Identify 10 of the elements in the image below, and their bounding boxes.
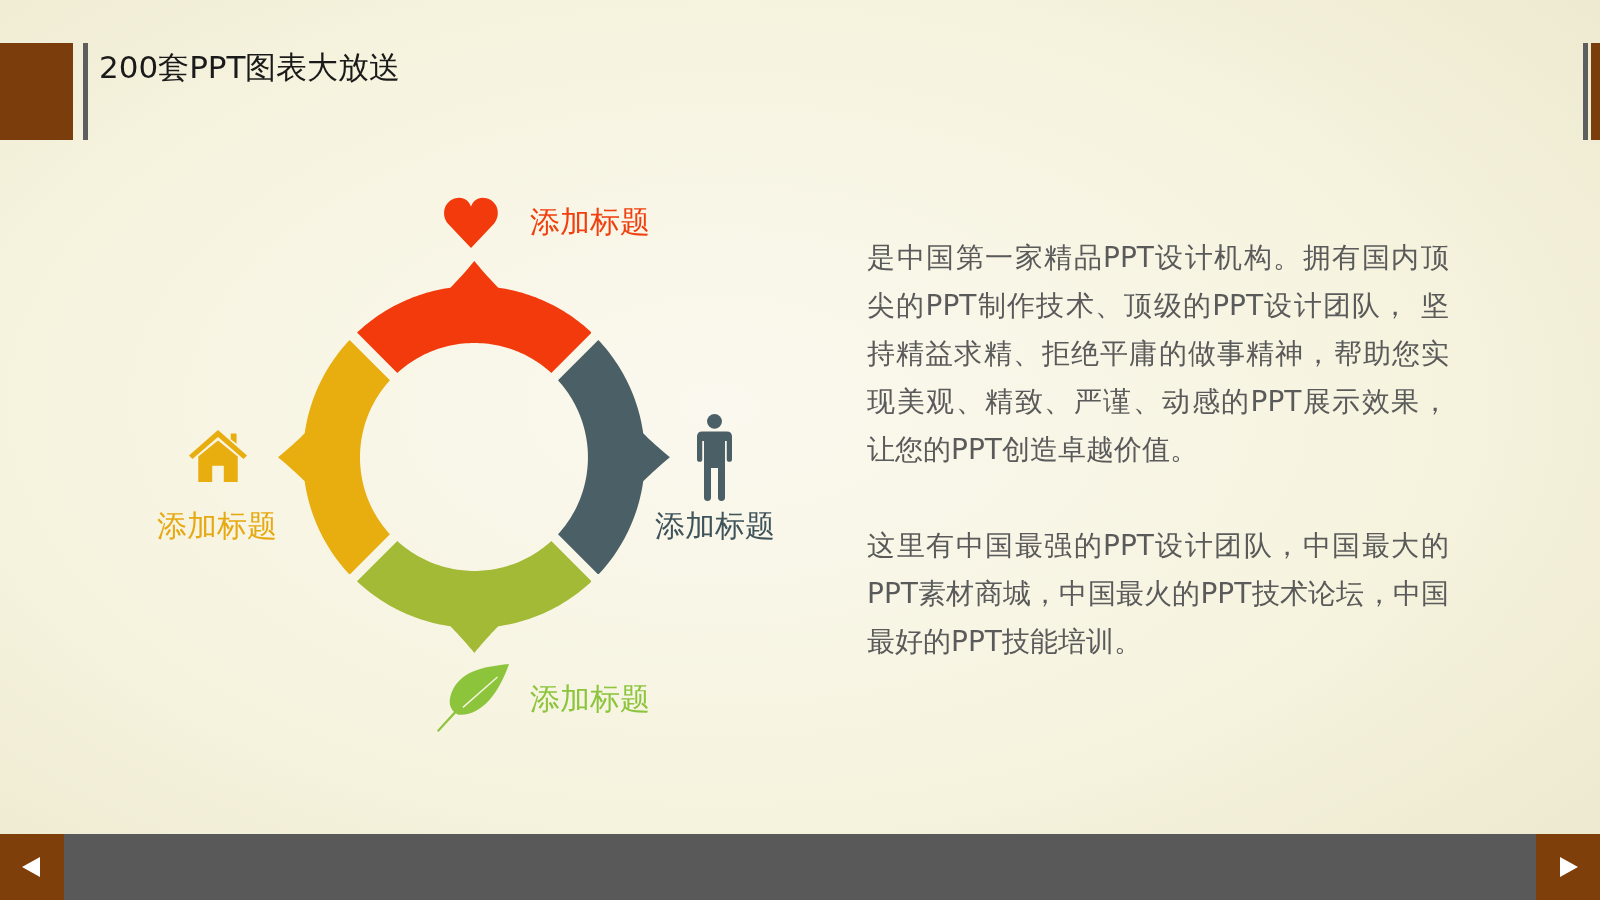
segment-title: 添加标题 <box>530 204 650 240</box>
segment-title: 添加标题 <box>655 508 775 544</box>
segment-title: 添加标题 <box>530 681 650 717</box>
ring-segment <box>356 541 592 653</box>
slide-title: 200套PPT图表大放送 <box>99 48 401 86</box>
segment-title: 添加标题 <box>157 508 277 544</box>
ring-segment <box>278 339 390 575</box>
body-paragraph: 这里有中国最强的PPT设计团队，中国最大的PPT素材商城，中国最火的PPT技术论坛，中国最好的PPT技能培训。 <box>867 528 1449 660</box>
ring-segment <box>356 261 592 373</box>
body-paragraph: 是中国第一家精品PPT设计机构。拥有国内顶尖的PPT制作技术、顶级的PPT设计团队， 坚持精益求精、拒绝平庸的做事精神，帮助您实现美观、精致、严谨、动感的PPT展示效果，让您的PPT创造卓越价值。 <box>867 240 1449 468</box>
